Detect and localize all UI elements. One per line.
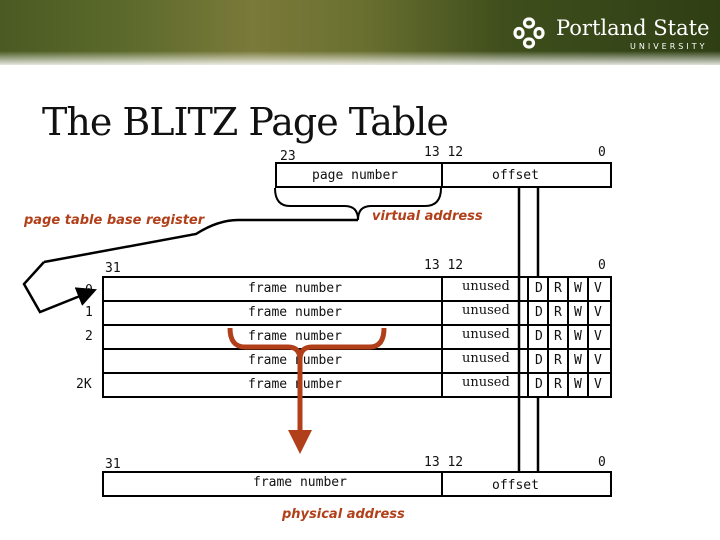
row-divider [102,300,612,302]
university-logo[interactable]: Portland State UNIVERSITY [512,14,710,54]
virtual-address-label: virtual address [372,209,483,224]
dirty-bit: D [535,281,543,296]
frame-number-cell: frame number [248,305,342,320]
virtual-address-register [275,162,612,188]
pt-bit-31: 31 [105,261,121,276]
logo-subtitle: UNIVERSITY [630,42,708,51]
dirty-bit: D [535,305,543,320]
referenced-bit: R [554,305,562,320]
pa-bit-31: 31 [105,457,121,472]
va-bit-13-12: 13 12 [424,145,464,160]
unused-cell: unused [462,279,510,294]
pt-bit-13-12: 13 12 [424,258,464,273]
writable-bit: W [574,281,582,296]
va-field-divider [441,162,443,188]
writable-bit: W [574,305,582,320]
pa-frame-number-field: frame number [253,475,347,490]
ptbr-connector-line [43,218,358,264]
va-offset-field: offset [492,168,539,183]
row-divider [102,324,612,326]
valid-bit: V [594,305,602,320]
unused-cell: unused [462,327,510,342]
dirty-bit: D [535,329,543,344]
unused-flags-divider [527,276,529,398]
referenced-bit: R [554,281,562,296]
frame-number-brace [227,327,387,361]
va-page-number-field: page number [312,168,399,183]
slide-title: The BLITZ Page Table [42,100,449,144]
row-divider [102,372,612,374]
flag-divider [547,276,549,398]
frame-number-cell: frame number [248,281,342,296]
valid-bit: V [594,353,602,368]
referenced-bit: R [554,377,562,392]
virtual-address-brace [274,187,442,221]
physical-address-label: physical address [282,507,405,522]
pt-bit-0: 0 [598,258,606,273]
pa-field-divider [441,471,443,497]
pa-bit-13-12: 13 12 [424,455,464,470]
writable-bit: W [574,329,582,344]
writable-bit: W [574,353,582,368]
logo-name: Portland State [556,16,710,40]
logo-mark-icon [513,17,545,49]
ptbr-label: page table base register [24,213,205,228]
referenced-bit: R [554,329,562,344]
pa-bit-0: 0 [598,455,606,470]
valid-bit: V [594,377,602,392]
valid-bit: V [594,281,602,296]
header-banner: Portland State UNIVERSITY [0,0,720,65]
writable-bit: W [574,377,582,392]
frame-number-cell: frame number [248,353,342,368]
unused-cell: unused [462,375,510,390]
physical-address-register [102,471,612,497]
row-index: 1 [85,305,93,320]
pa-offset-field: offset [492,478,539,493]
frame-number-arrow-icon [288,430,312,454]
unused-cell: unused [462,351,510,366]
row-index: 2 [85,329,93,344]
dirty-bit: D [535,377,543,392]
row-index: 2K [76,377,92,392]
va-bit-0: 0 [598,145,606,160]
valid-bit: V [594,329,602,344]
va-bit-23: 23 [280,149,296,164]
frame-number-cell: frame number [248,377,342,392]
flag-divider [567,276,569,398]
ptbr-index-arrow [22,261,97,314]
flag-divider [587,276,589,398]
referenced-bit: R [554,353,562,368]
unused-cell: unused [462,303,510,318]
frame-number-cell: frame number [248,329,342,344]
page-table-frame [102,276,612,398]
dirty-bit: D [535,353,543,368]
frame-unused-divider [441,276,443,398]
